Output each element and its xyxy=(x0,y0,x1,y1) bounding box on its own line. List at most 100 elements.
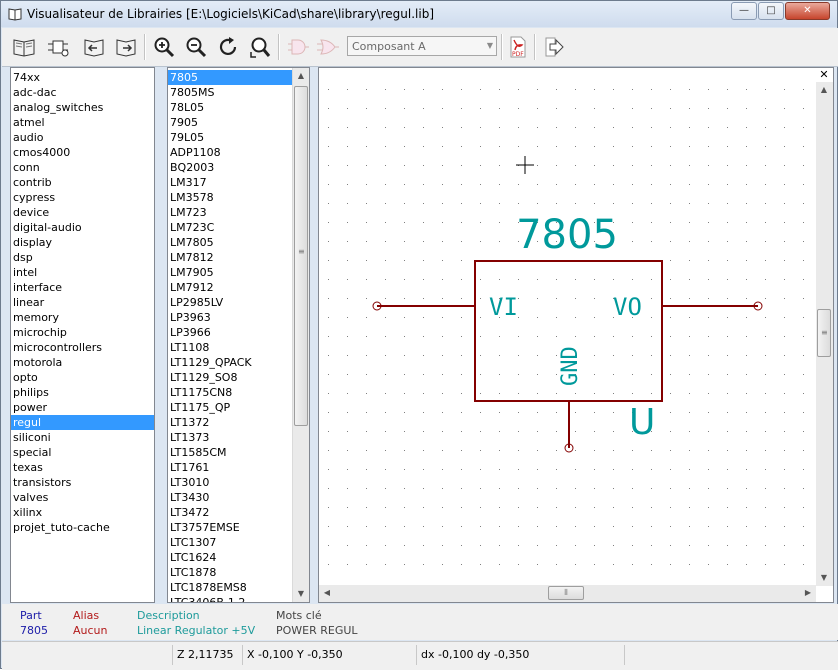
window-title: Visualisateur de Librairies [E:\Logiciel… xyxy=(27,7,434,21)
component-list-item[interactable]: LT1175CN8 xyxy=(170,386,233,399)
library-list-item[interactable]: transistors xyxy=(13,476,72,489)
library-list-item[interactable]: texas xyxy=(13,461,43,474)
component-list-item[interactable]: LT1585CM xyxy=(170,446,227,459)
component-list-item[interactable]: LTC1878EMS8 xyxy=(170,581,247,594)
scroll-down-arrow[interactable]: ▼ xyxy=(820,573,828,582)
library-list-item[interactable]: projet_tuto-cache xyxy=(13,521,110,534)
component-list-item[interactable]: LM7812 xyxy=(170,251,214,264)
component-list-item[interactable]: LT1373 xyxy=(170,431,210,444)
library-list-item[interactable]: conn xyxy=(13,161,40,174)
library-list-item[interactable]: cmos4000 xyxy=(13,146,71,159)
component-list-item[interactable]: LM723 xyxy=(170,206,207,219)
scroll-left-arrow[interactable]: ◀ xyxy=(323,588,331,597)
component-list-item[interactable]: 79L05 xyxy=(170,131,205,144)
toolbar-separator xyxy=(278,34,280,60)
library-list-item[interactable]: linear xyxy=(13,296,45,309)
component-list-item[interactable]: LTC3406B-1.2 xyxy=(170,596,246,603)
library-list-item[interactable]: analog_switches xyxy=(13,101,104,114)
show-deMorgan-alt-button[interactable] xyxy=(314,33,342,61)
component-list-item[interactable]: LT1761 xyxy=(170,461,210,474)
component-list-item[interactable]: LM7912 xyxy=(170,281,214,294)
library-list-item[interactable]: audio xyxy=(13,131,44,144)
library-list-item[interactable]: memory xyxy=(13,311,59,324)
canvas-close-button[interactable]: ✕ xyxy=(819,68,829,81)
library-list-item[interactable]: digital-audio xyxy=(13,221,82,234)
zoom-fit-button[interactable] xyxy=(246,33,274,61)
component-list-item[interactable]: BQ2003 xyxy=(170,161,215,174)
library-list-item[interactable]: dsp xyxy=(13,251,33,264)
show-deMorgan-normal-button[interactable] xyxy=(284,33,312,61)
component-list-scrollbar[interactable]: ▲ ≡ ▼ xyxy=(292,68,309,602)
component-list-item[interactable]: 78L05 xyxy=(170,101,205,114)
component-list-item[interactable]: LM7905 xyxy=(170,266,214,279)
maximize-button[interactable]: □ xyxy=(758,2,784,20)
component-list-item[interactable]: LT3010 xyxy=(170,476,210,489)
canvas-hscroll-thumb[interactable]: ⦀ xyxy=(548,586,584,600)
library-list-item[interactable]: opto xyxy=(13,371,38,384)
library-list-item[interactable]: interface xyxy=(13,281,63,294)
component-list-item[interactable]: LT1372 xyxy=(170,416,210,429)
component-list-item[interactable]: LP2985LV xyxy=(170,296,224,309)
library-list-item[interactable]: siliconi xyxy=(13,431,51,444)
component-list-item[interactable]: ADP1108 xyxy=(170,146,221,159)
component-list-item[interactable]: LTC1307 xyxy=(170,536,217,549)
scroll-up-arrow[interactable]: ▲ xyxy=(820,85,828,94)
component-list-item[interactable]: LT1129_QPACK xyxy=(170,356,252,369)
component-list-item[interactable]: LT3757EMSE xyxy=(170,521,240,534)
component-list-item[interactable]: LM3578 xyxy=(170,191,214,204)
component-list-item[interactable]: LT1175_QP xyxy=(170,401,231,414)
component-list-item[interactable]: LT3472 xyxy=(170,506,210,519)
select-library-button[interactable] xyxy=(10,33,38,61)
library-list-item[interactable]: motorola xyxy=(13,356,63,369)
component-list-item[interactable]: LT3430 xyxy=(170,491,210,504)
component-list-item[interactable]: 7805 xyxy=(168,70,292,85)
scrollbar-thumb[interactable]: ≡ xyxy=(294,86,308,426)
component-list-item[interactable]: LM723C xyxy=(170,221,215,234)
select-component-button[interactable] xyxy=(44,33,72,61)
previous-component-button[interactable] xyxy=(80,33,108,61)
component-list-item[interactable]: LP3966 xyxy=(170,326,211,339)
zoom-out-button[interactable] xyxy=(182,33,210,61)
component-list-item[interactable]: LM317 xyxy=(170,176,207,189)
next-component-button[interactable] xyxy=(112,33,140,61)
library-list-item[interactable]: intel xyxy=(13,266,38,279)
scroll-up-arrow[interactable]: ▲ xyxy=(297,71,305,80)
component-list-item[interactable]: 7805MS xyxy=(170,86,215,99)
library-list-item[interactable]: power xyxy=(13,401,47,414)
export-to-schematic-button[interactable] xyxy=(539,33,567,61)
canvas-horizontal-scrollbar[interactable]: ◀ ⦀ ▶ xyxy=(319,585,816,602)
library-list-item[interactable]: adc-dac xyxy=(13,86,57,99)
canvas-vscroll-thumb[interactable]: ≡ xyxy=(817,309,831,357)
library-list-item[interactable]: contrib xyxy=(13,176,52,189)
scroll-right-arrow[interactable]: ▶ xyxy=(804,588,812,597)
scroll-down-arrow[interactable]: ▼ xyxy=(297,589,305,598)
library-list-item[interactable]: xilinx xyxy=(13,506,43,519)
library-list-item[interactable]: atmel xyxy=(13,116,45,129)
library-list-item[interactable]: special xyxy=(13,446,52,459)
close-icon: ✕ xyxy=(803,5,812,16)
component-list-item[interactable]: 7905 xyxy=(170,116,198,129)
close-button[interactable]: ✕ xyxy=(785,2,830,20)
library-list-item[interactable]: 74xx xyxy=(13,71,41,84)
minimize-button[interactable]: — xyxy=(731,2,757,20)
schematic-canvas[interactable]: ✕ 7805 VI VO GND U ▲ ≡ ▼ ◀ ⦀ ▶ xyxy=(318,67,834,603)
library-list-item[interactable]: philips xyxy=(13,386,49,399)
datasheet-pdf-button[interactable]: PDF xyxy=(504,33,532,61)
library-list-item[interactable]: regul xyxy=(11,415,154,430)
component-list-item[interactable]: LTC1878 xyxy=(170,566,217,579)
library-list-item[interactable]: microchip xyxy=(13,326,67,339)
component-list-item[interactable]: LP3963 xyxy=(170,311,211,324)
library-list-item[interactable]: valves xyxy=(13,491,49,504)
library-list-item[interactable]: microcontrollers xyxy=(13,341,103,354)
redraw-button[interactable] xyxy=(214,33,242,61)
zoom-in-button[interactable] xyxy=(150,33,178,61)
canvas-vertical-scrollbar[interactable]: ▲ ≡ ▼ xyxy=(816,82,833,586)
library-list-item[interactable]: display xyxy=(13,236,53,249)
component-list-item[interactable]: LTC1624 xyxy=(170,551,217,564)
library-list-item[interactable]: cypress xyxy=(13,191,56,204)
library-list-item[interactable]: device xyxy=(13,206,50,219)
component-list-item[interactable]: LT1129_SO8 xyxy=(170,371,238,384)
component-list-item[interactable]: LM7805 xyxy=(170,236,214,249)
component-list-item[interactable]: LT1108 xyxy=(170,341,210,354)
unit-select[interactable]: Composant A ▼ xyxy=(347,36,497,56)
